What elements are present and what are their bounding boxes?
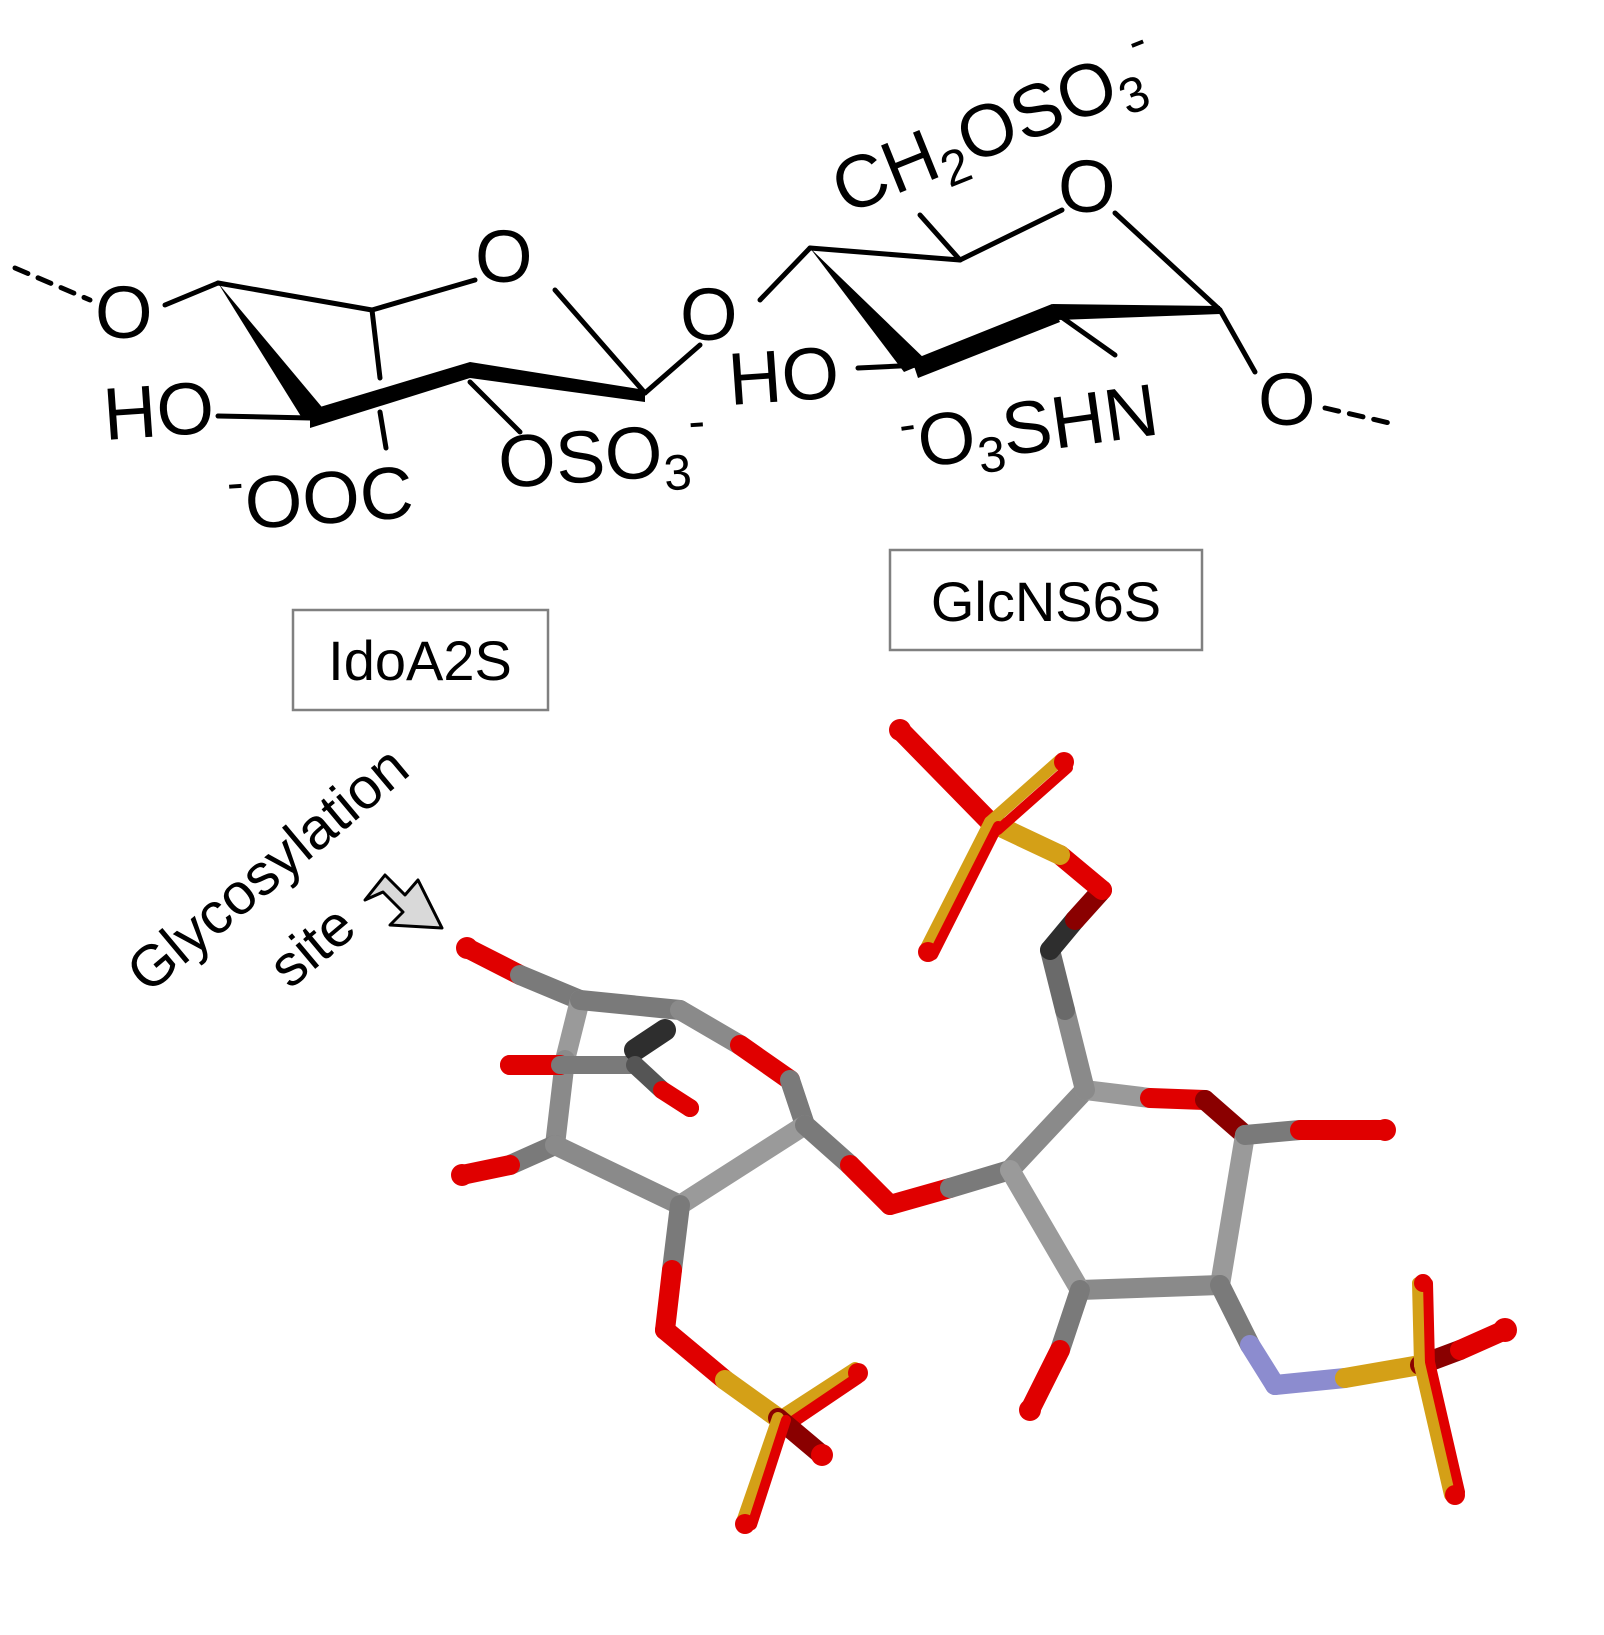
wedge-glc-c2-c1	[1052, 304, 1220, 320]
bond-ido-c4-c5	[215, 280, 375, 313]
bond-o-glc-c4	[757, 245, 813, 303]
chain-dash-left	[12, 265, 93, 303]
idoa2s-stick-residue	[452, 938, 864, 1530]
left-terminal-oxygen: O	[95, 271, 153, 354]
stick-model-3d	[451, 719, 1517, 1534]
bond-glc-c5-o	[957, 207, 1065, 263]
wedge-ido-c2-c1	[470, 362, 645, 402]
glc-ring-oxygen: O	[1058, 145, 1116, 228]
label-box-glcns6s	[888, 548, 1204, 652]
bond-ido-o-c1	[552, 287, 648, 396]
bond-o-c4	[162, 280, 221, 308]
wedge-ido-c4-c3	[218, 283, 326, 418]
arrow-icon	[363, 873, 444, 930]
oxygen-endcaps	[451, 719, 1517, 1534]
glc-6-sulfate-label: CH2OSO3-	[815, 11, 1173, 238]
haworth-structure	[12, 207, 1401, 451]
wedge-ido-c3-c2	[310, 362, 470, 428]
annotation-line2: site	[257, 892, 368, 1000]
bond-ido-c5-o	[369, 277, 478, 313]
glcns6s-stick-residue	[890, 720, 1515, 1501]
wedge-glc-c3-c2	[912, 304, 1060, 378]
label-idoa2s: IdoA2S	[328, 629, 512, 692]
ido-hydroxyl-label: HO	[100, 365, 217, 456]
bond-ido-c3-ho	[215, 413, 313, 421]
bond-ido-c5-cooc	[377, 409, 389, 451]
glycosidic-oxygen: O	[680, 273, 738, 356]
bond-glc-c1-o	[1217, 307, 1258, 375]
glycosylation-annotation: Glycosylation site	[115, 733, 444, 1005]
right-terminal-oxygen: O	[1258, 358, 1316, 441]
stick-linkage-c	[795, 1115, 860, 1175]
bond-ido-c1-o	[642, 342, 703, 396]
bond-ido-c5-up	[369, 307, 383, 381]
label-box-idoa2s	[291, 608, 550, 712]
stick-linkage-c2	[940, 1160, 1020, 1198]
bond-glc-c2-n	[1057, 313, 1118, 358]
residue-label-idoa2s: IdoA2S	[291, 608, 550, 712]
stick-linkage-o2	[880, 1178, 960, 1215]
bond-glc-c4-c5	[807, 245, 963, 263]
glc-hydroxyl-label: HO	[725, 330, 842, 421]
residue-label-glcns6s: GlcNS6S	[888, 548, 1204, 652]
glc-n-sulfate-label: -O3SHN	[895, 362, 1164, 495]
bond-glc-c5-c6	[917, 212, 963, 263]
bond-ido-c2-oso3	[467, 379, 523, 435]
atom-labels: O O O O O HO HO -OOC OSO3- -O3SHN CH2OSO…	[95, 11, 1316, 546]
bond-glc-o-c1	[1112, 210, 1223, 313]
wedge-glc-c4-c3	[810, 248, 928, 372]
ido-ring-oxygen: O	[475, 215, 533, 298]
chain-dash-right	[1322, 405, 1401, 428]
label-glcns6s: GlcNS6S	[931, 570, 1161, 633]
ido-2-sulfate-label: OSO3-	[494, 393, 710, 513]
carboxylate-label: -OOC	[225, 442, 416, 546]
